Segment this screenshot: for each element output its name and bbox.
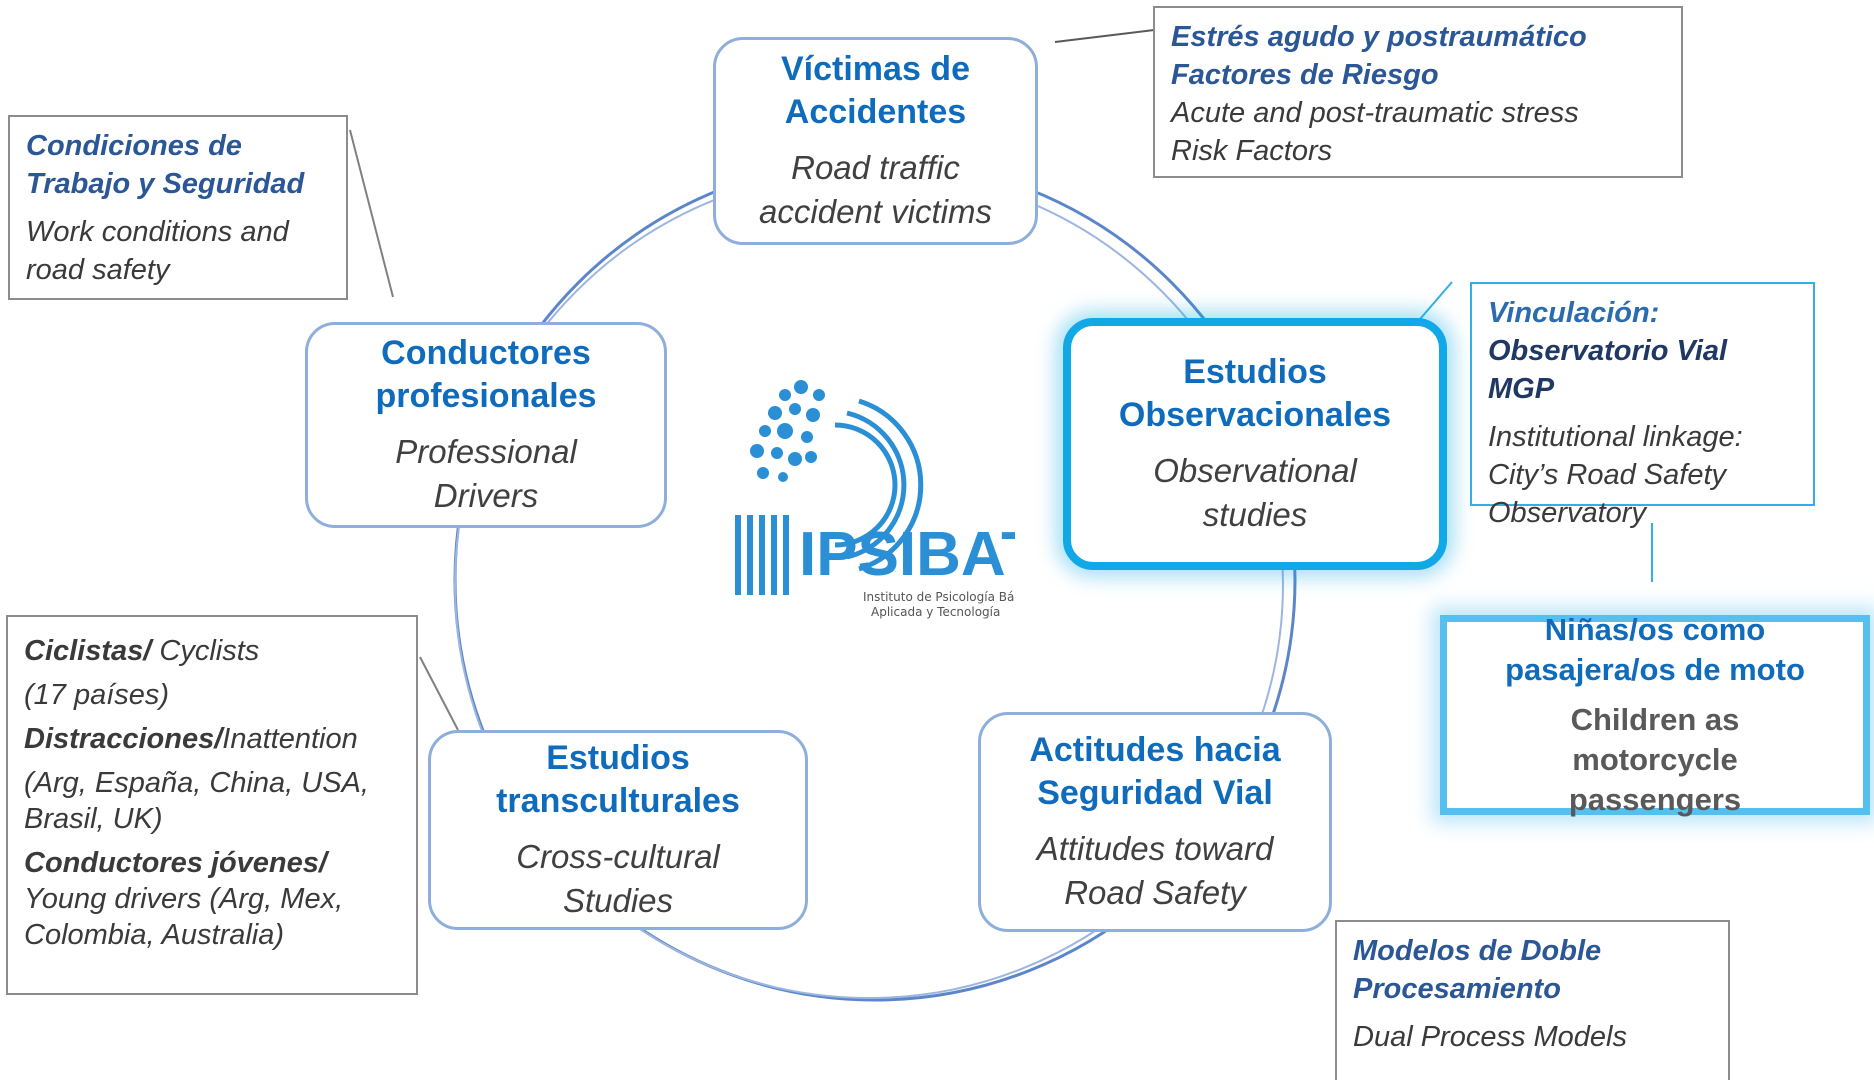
- young-es: Conductores jóvenes/: [24, 847, 327, 879]
- node-title: Víctimas de Accidentes: [781, 50, 970, 131]
- node-subtitle: Attitudes toward Road Safety: [1036, 830, 1274, 911]
- logo-name: IPSIBAT: [799, 520, 1015, 589]
- node-observational: Estudios Observacionales Observational s…: [1063, 318, 1447, 570]
- note-title-line1: Estrés agudo y postraumático: [1171, 21, 1587, 53]
- distractions-es: Distracciones/: [24, 723, 223, 755]
- note-text: Institutional linkage: City’s Road Safet…: [1488, 421, 1743, 529]
- leader-line-work: [349, 129, 394, 298]
- note-young-text: Young drivers (Arg, Mex, Colombia, Austr…: [24, 883, 344, 951]
- note-text: Dual Process Models: [1353, 1021, 1627, 1053]
- note-cyclists-line: Ciclistas/ Cyclists: [24, 633, 400, 669]
- leader-line-cyclists: [419, 656, 459, 731]
- note-linkage: Vinculación: Observatorio Vial MGP Insti…: [1470, 282, 1815, 529]
- note-dual-process: Modelos de Doble Procesamiento Dual Proc…: [1335, 920, 1730, 1080]
- note-title-line2: Observatorio Vial MGP: [1488, 335, 1728, 405]
- logo-subtitle-line1: Instituto de Psicología Básica,: [863, 590, 1015, 604]
- node-title: Actitudes hacia Seguridad Vial: [1029, 731, 1281, 812]
- note-text-line1: Acute and post-traumatic stress: [1171, 97, 1579, 129]
- node-professional-drivers: Conductores profesionales Professional D…: [305, 322, 667, 528]
- cyclists-es: Ciclistas/: [24, 635, 152, 667]
- note-work: Condiciones de Trabajo y Seguridad Work …: [8, 115, 348, 300]
- note-title: Condiciones de Trabajo y Seguridad: [26, 130, 305, 200]
- cyclists-en: Cyclists: [151, 635, 260, 667]
- node-victims: Víctimas de Accidentes Road traffic acci…: [713, 37, 1038, 245]
- node-subtitle: Observational studies: [1153, 452, 1357, 533]
- distractions-en: Inattention: [222, 723, 358, 755]
- note-text-line2: Risk Factors: [1171, 135, 1333, 167]
- note-countries-17: (17 países): [24, 679, 170, 711]
- node-attitudes: Actitudes hacia Seguridad Vial Attitudes…: [978, 712, 1332, 932]
- logo-subtitle-line2: Aplicada y Tecnología: [871, 605, 1000, 619]
- note-cyclists: Ciclistas/ Cyclists (17 países) Distracc…: [6, 615, 418, 995]
- node-title: Estudios Observacionales: [1118, 353, 1392, 434]
- node-title: Conductores profesionales: [375, 334, 597, 415]
- note-stress: Estrés agudo y postraumático Factores de…: [1153, 6, 1683, 178]
- leader-line-stress: [1054, 29, 1155, 43]
- note-distractions-line: Distracciones/Inattention: [24, 721, 400, 757]
- node-title: Estudios transculturales: [496, 739, 740, 820]
- note-young-title: Conductores jóvenes/: [24, 845, 400, 881]
- note-title: Modelos de Doble Procesamiento: [1353, 935, 1602, 1005]
- note-text: Work conditions and road safety: [26, 216, 289, 286]
- note-title-line2: Factores de Riesgo: [1171, 59, 1439, 91]
- node-subtitle: Cross-cultural Studies: [516, 838, 720, 919]
- ipsibat-logo: IPSIBAT Instituto de Psicología Básica, …: [735, 380, 1015, 619]
- box-children-passengers: Niñas/os como pasajera/os de moto Childr…: [1440, 612, 1870, 817]
- children-subtitle: Children as motorcycle passengers: [1568, 702, 1742, 817]
- node-subtitle: Road traffic accident victims: [759, 149, 992, 230]
- note-distractions-countries: (Arg, España, China, USA, Brasil, UK): [24, 767, 369, 835]
- note-title-line1: Vinculación:: [1488, 297, 1660, 329]
- node-crosscultural: Estudios transculturales Cross-cultural …: [428, 730, 808, 930]
- children-title: Niñas/os como pasajera/os de moto: [1505, 612, 1805, 687]
- node-subtitle: Professional Drivers: [395, 433, 577, 514]
